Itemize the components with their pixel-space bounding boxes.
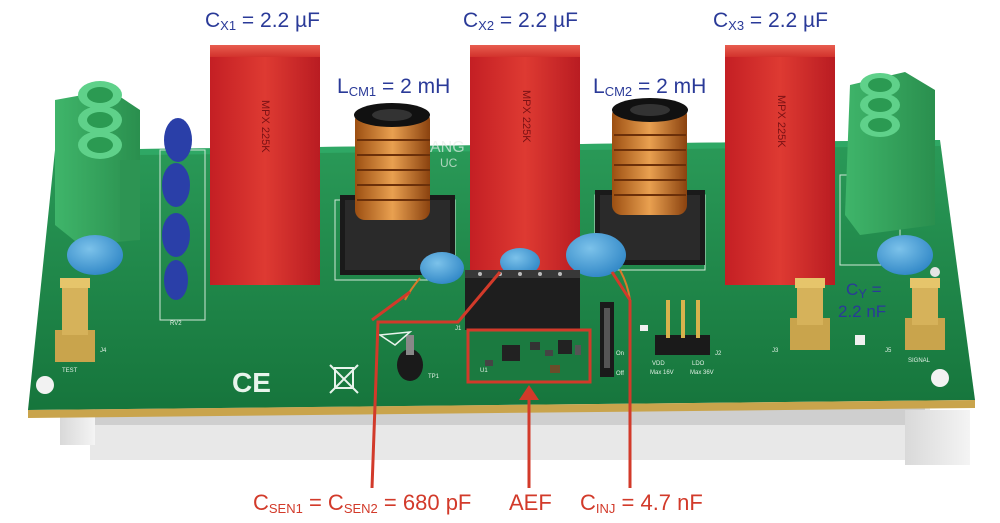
annotation-pointers bbox=[370, 271, 632, 489]
header-j1: J1 bbox=[455, 270, 580, 332]
j4-label: J4 bbox=[100, 348, 107, 354]
svg-text:MPX 225K: MPX 225K bbox=[259, 100, 271, 153]
rv2-label: RV2 bbox=[170, 321, 182, 327]
j1-label: J1 bbox=[455, 326, 462, 332]
svg-text:UC: UC bbox=[440, 156, 458, 170]
varistor-stack: RV2 bbox=[162, 118, 192, 327]
vdd-label: VDD bbox=[652, 361, 665, 367]
lcm2-label: LCM2 = 2 mH bbox=[593, 75, 707, 99]
sma-signal-connector: SIGNAL J5 bbox=[885, 278, 945, 364]
weee-icon bbox=[329, 364, 359, 394]
cx1-capacitor: MPX 225K bbox=[210, 45, 320, 285]
cx2-capacitor: MPX 225K bbox=[470, 45, 580, 275]
cx2-label: CX2 = 2.2 µF bbox=[463, 9, 578, 33]
j2-label: J2 bbox=[715, 351, 722, 357]
aef-arrow-head bbox=[519, 385, 539, 400]
cx1-label: CX1 = 2.2 µF bbox=[205, 9, 320, 33]
j5-label: J5 bbox=[885, 348, 892, 354]
sma-test-connector: TEST J4 bbox=[55, 278, 107, 374]
ldo-label: LDO bbox=[692, 361, 705, 367]
svg-text:ANG: ANG bbox=[430, 139, 465, 156]
right-terminal-block bbox=[845, 72, 935, 235]
sma-ref-connector: J3 bbox=[772, 278, 830, 354]
aef-label: AEF bbox=[509, 490, 552, 515]
lcm1-choke bbox=[340, 103, 455, 275]
signal-label: SIGNAL bbox=[908, 358, 931, 364]
board-underside bbox=[60, 405, 970, 465]
svg-text:MPX 225K: MPX 225K bbox=[520, 90, 532, 143]
test-label: TEST bbox=[62, 368, 78, 374]
left-terminal-block bbox=[55, 81, 140, 245]
cy-label: CY = bbox=[846, 280, 882, 301]
j3-label: J3 bbox=[772, 348, 779, 354]
cinj-label: CINJ = 4.7 nF bbox=[580, 490, 703, 516]
test-point-tp1: TP1 bbox=[397, 335, 440, 381]
esd-warning-icon bbox=[377, 331, 413, 346]
cy-value-label: 2.2 nF bbox=[838, 302, 887, 321]
aef-circuit: U1 bbox=[468, 332, 588, 382]
header-j2: VDD LDO Max 16V Max 36V J2 bbox=[650, 300, 722, 376]
max36-label: Max 36V bbox=[690, 370, 714, 376]
off-label: Off bbox=[616, 371, 624, 377]
csen-label: CSEN1 = CSEN2 = 680 pF bbox=[253, 490, 472, 516]
y-capacitors bbox=[67, 233, 933, 301]
max16-label: Max 16V bbox=[650, 370, 674, 376]
on-label: On bbox=[616, 351, 624, 357]
lcm1-label: LCM1 = 2 mH bbox=[337, 75, 451, 99]
svg-text:MPX 225K: MPX 225K bbox=[775, 95, 787, 148]
tp1-label: TP1 bbox=[428, 374, 440, 380]
ce-mark: CE bbox=[232, 367, 271, 398]
aef-highlight-box bbox=[466, 328, 592, 384]
u1-label: U1 bbox=[480, 368, 488, 374]
jumper: On Off bbox=[600, 302, 624, 377]
cx3-label: CX3 = 2.2 µF bbox=[713, 9, 828, 33]
cx3-capacitor: MPX 225K bbox=[725, 45, 835, 285]
